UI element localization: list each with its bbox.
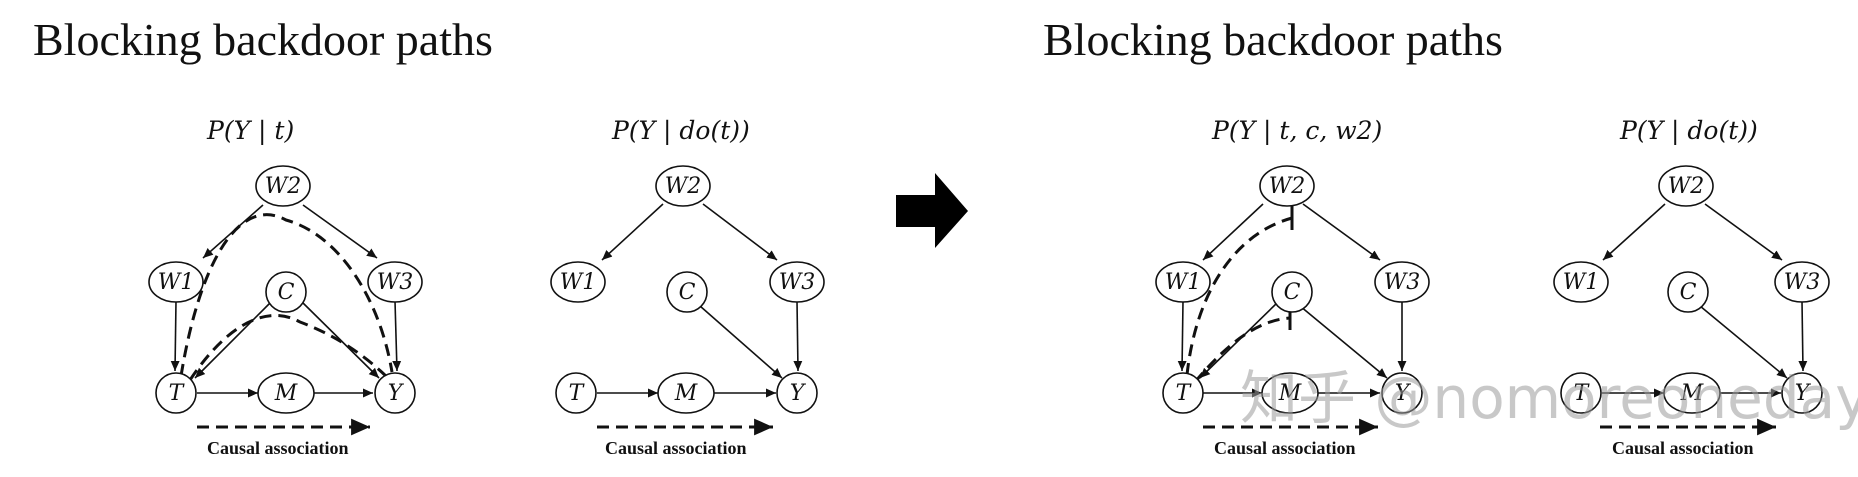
node-w2: [255, 165, 311, 207]
node-label: W1: [158, 270, 195, 295]
node-label: Y: [1395, 381, 1412, 406]
node-y: [374, 372, 416, 414]
edge-arrow: [302, 204, 378, 259]
node-label: W2: [265, 174, 302, 199]
node-label: C: [1680, 280, 1697, 305]
panel-1-formula: P(Y | t): [206, 116, 294, 146]
node-w3: [1374, 261, 1430, 303]
panel-2-formula: P(Y | do(t)): [611, 116, 750, 146]
node-w1: [1155, 261, 1211, 303]
node-c: [1271, 271, 1313, 313]
edge-arrow: [1302, 203, 1381, 261]
panel-3-causal-label: Causal association: [1214, 438, 1356, 458]
node-m: [1261, 372, 1319, 414]
watermark: 知乎 @nomoreoneday: [1240, 364, 1858, 432]
node-label: Y: [790, 381, 807, 406]
edge-arrow: [392, 300, 402, 372]
panel-1-causal-label: Causal association: [207, 438, 349, 458]
edge-arrow: [1177, 300, 1187, 372]
node-w2: [655, 165, 711, 207]
node-m: [1663, 372, 1721, 414]
edge-arrow: [1299, 305, 1388, 379]
node-w3: [367, 261, 423, 303]
node-label: W2: [1668, 174, 1705, 199]
node-t: [155, 372, 197, 414]
backdoor-path-dashed: [179, 213, 394, 377]
node-label: W1: [560, 270, 597, 295]
edge-arrow: [170, 300, 180, 372]
panel-2: P(Y | do(t)) Causal association W2 W1 W3…: [550, 116, 825, 458]
node-label: T: [1176, 381, 1193, 406]
panel-4-formula: P(Y | do(t)): [1619, 116, 1758, 146]
edge-arrow: [1699, 305, 1788, 379]
node-t: [1560, 372, 1602, 414]
node-w2: [1658, 165, 1714, 207]
node-label: T: [1574, 381, 1591, 406]
edge-arrow: [601, 203, 664, 261]
node-label: W3: [1784, 270, 1821, 295]
node-label: C: [278, 280, 295, 305]
node-w1: [1553, 261, 1609, 303]
left-title: Blocking backdoor paths: [33, 14, 493, 65]
node-label: W1: [1165, 270, 1202, 295]
transition-arrow-icon: [896, 173, 968, 248]
node-label: W1: [1563, 270, 1600, 295]
node-label: Y: [1795, 381, 1812, 406]
node-w1: [550, 261, 606, 303]
node-label: M: [1278, 381, 1302, 406]
edge-arrow: [1798, 300, 1808, 372]
node-label: Y: [388, 381, 405, 406]
node-label: T: [569, 381, 586, 406]
edge-arrow: [699, 305, 783, 379]
node-t: [555, 372, 597, 414]
node-label: M: [674, 381, 698, 406]
node-w3: [769, 261, 825, 303]
panel-4: P(Y | do(t)) Causal association W2 W1 W3…: [1553, 116, 1830, 458]
blocked-path-dashed-2: [1193, 316, 1291, 383]
node-m: [257, 372, 315, 414]
node-c: [265, 271, 307, 313]
backdoor-path-dashed-2: [188, 314, 392, 382]
node-w3: [1774, 261, 1830, 303]
node-y: [1781, 372, 1823, 414]
node-m: [657, 372, 715, 414]
node-w2: [1259, 165, 1315, 207]
node-label: M: [1680, 381, 1704, 406]
panel-4-causal-label: Causal association: [1612, 438, 1754, 458]
node-label: M: [274, 381, 298, 406]
edge-arrow: [1602, 203, 1666, 261]
node-label: C: [1284, 280, 1301, 305]
panel-3-formula: P(Y | t, c, w2): [1211, 116, 1382, 146]
blocked-path-dashed: [1185, 216, 1293, 376]
panel-1: P(Y | t) Causal association W2 W1 W3 C T…: [148, 116, 423, 458]
node-label: W2: [1269, 174, 1306, 199]
node-w1: [148, 261, 204, 303]
edge-arrow: [1704, 203, 1783, 261]
node-label: W3: [779, 270, 816, 295]
panel-3: P(Y | t, c, w2) Causal association W2 W1…: [1155, 116, 1430, 458]
node-y: [776, 372, 818, 414]
edge-arrow: [793, 300, 803, 372]
node-y: [1381, 372, 1423, 414]
node-label: T: [169, 381, 186, 406]
edge-arrow: [194, 301, 272, 379]
node-label: W3: [1384, 270, 1421, 295]
node-t: [1162, 372, 1204, 414]
node-label: C: [679, 280, 696, 305]
panel-2-causal-label: Causal association: [605, 438, 747, 458]
right-title: Blocking backdoor paths: [1043, 14, 1503, 65]
edge-arrow: [1202, 203, 1264, 261]
node-label: W2: [665, 174, 702, 199]
edge-arrow: [702, 203, 778, 261]
node-c: [1667, 271, 1709, 313]
node-label: W3: [377, 270, 414, 295]
node-c: [666, 271, 708, 313]
